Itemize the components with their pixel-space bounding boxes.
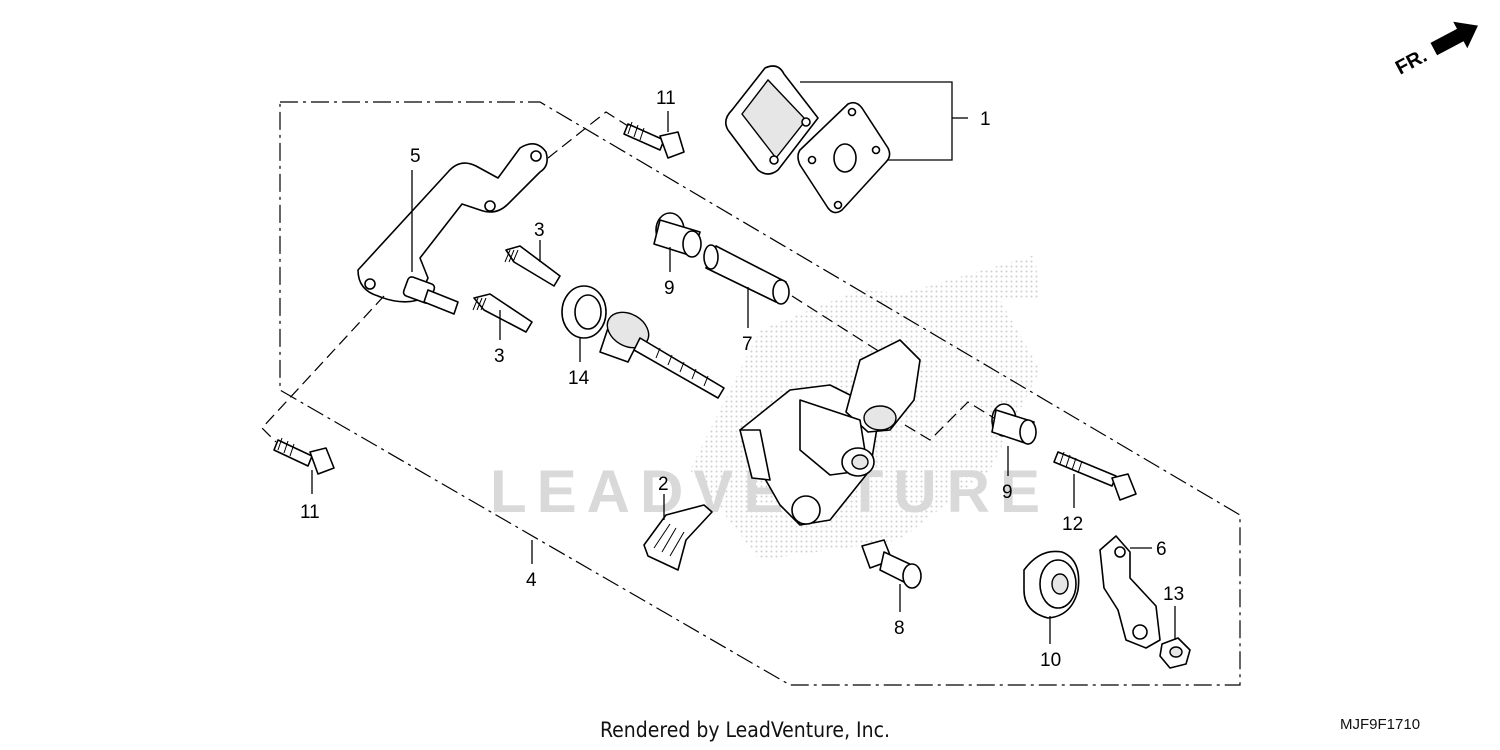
seal-ring (561, 285, 607, 339)
caliper-body (739, 339, 921, 526)
callout-8: 8 (894, 618, 905, 639)
callout-9-upper: 9 (664, 278, 675, 299)
callout-10: 10 (1040, 650, 1061, 671)
piston (599, 311, 725, 399)
callout-3-lower: 3 (494, 346, 505, 367)
pad-spring (643, 504, 713, 571)
assembly-outline (279, 101, 1241, 686)
callouts: 1 2 3 3 4 5 6 7 8 9 9 10 11 11 12 13 14 (300, 88, 1184, 671)
callout-11-upper: 11 (656, 88, 676, 109)
callout-11-lower: 11 (300, 502, 320, 523)
diagram-code: MJF9F1710 (1340, 716, 1421, 733)
callout-5: 5 (410, 146, 421, 167)
connector-11-lower (261, 295, 385, 443)
callout-6: 6 (1156, 539, 1167, 560)
callout-4: 4 (526, 570, 537, 591)
pin-lower (472, 293, 533, 333)
connector-body-boot (904, 401, 995, 441)
caliper-bracket (357, 143, 548, 315)
callout-1: 1 (980, 109, 991, 130)
leader-1 (800, 81, 953, 161)
boot-upper (653, 212, 702, 258)
callout-12: 12 (1062, 514, 1083, 535)
leader-lines (311, 111, 1176, 644)
bolt-upper (623, 121, 685, 159)
brake-pads (724, 65, 891, 214)
callout-7: 7 (742, 334, 753, 355)
arrow-icon (1430, 21, 1478, 56)
bolt-lower-right (1053, 451, 1137, 501)
front-direction-indicator: FR. (1392, 21, 1478, 80)
hose-guide-plate (1099, 535, 1161, 649)
bolt-lower-left (273, 437, 335, 475)
callout-3-upper: 3 (534, 220, 545, 241)
connector-11-upper (547, 111, 629, 159)
direction-label: FR. (1392, 45, 1431, 80)
cap (1023, 550, 1080, 619)
sleeve (703, 244, 790, 305)
callout-14: 14 (568, 368, 590, 389)
footer-credit: Rendered by LeadVenture, Inc. (600, 718, 890, 742)
bleeder-valve (861, 539, 922, 589)
pin-upper (504, 245, 561, 287)
boot-lower (991, 403, 1037, 445)
nut (1159, 637, 1191, 669)
callout-2: 2 (658, 474, 669, 495)
callout-13: 13 (1163, 584, 1184, 605)
callout-9-lower: 9 (1002, 482, 1013, 503)
